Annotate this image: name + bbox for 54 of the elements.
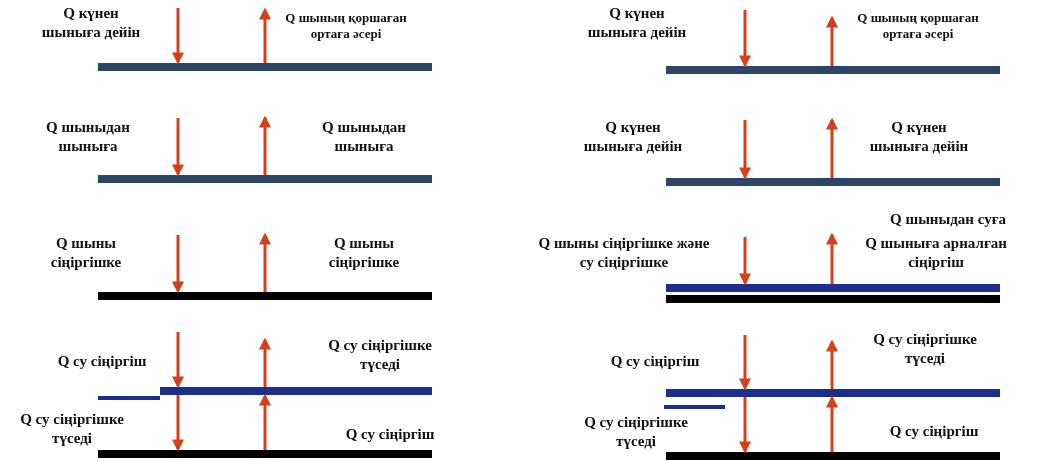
layer-bar xyxy=(666,452,1000,460)
heat-flow-arrow xyxy=(826,15,838,66)
heat-flow-label: Q су сіңіргішке түседі xyxy=(872,330,978,368)
heat-flow-label: Q шыны сіңіргішке xyxy=(327,234,401,272)
heat-flow-arrow xyxy=(172,395,184,452)
layer-bar xyxy=(98,175,432,183)
heat-flow-arrow xyxy=(739,10,751,68)
heat-flow-arrow xyxy=(172,118,184,177)
heat-flow-label: Q су сіңіргішке түседі xyxy=(327,336,433,374)
heat-flow-arrow xyxy=(826,117,838,178)
heat-flow-label: Q су сіңіргішке түседі xyxy=(583,413,689,451)
heat-flow-label: Q су сіңіргішке түседі xyxy=(19,410,125,448)
layer-bar xyxy=(160,387,432,395)
heat-flow-arrow xyxy=(826,395,838,452)
heat-flow-arrow xyxy=(172,332,184,389)
heat-flow-label: Q су сіңіргіш xyxy=(56,352,148,371)
heat-flow-label: Q шыны сіңіргішке xyxy=(49,234,123,272)
heat-flow-label: Q су сіңіргіш xyxy=(609,352,701,371)
layer-bar xyxy=(664,405,725,409)
heat-flow-label: Q шыныға арналған сіңіргіш xyxy=(864,234,1008,272)
heat-flow-arrow xyxy=(739,397,751,454)
layer-bar xyxy=(666,66,1000,74)
heat-flow-label: Q шыныдан шыныға xyxy=(45,118,131,156)
heat-flow-label: Q шының қоршаған ортаға әсері xyxy=(856,10,980,43)
heat-flow-arrow xyxy=(172,235,184,294)
heat-flow-arrow xyxy=(259,115,271,175)
layer-bar xyxy=(666,389,1000,397)
heat-flow-arrow xyxy=(739,237,751,286)
layer-bar xyxy=(98,292,432,300)
heat-flow-label: Q шының қоршаған ортаға әсері xyxy=(284,10,408,43)
heat-flow-arrow xyxy=(259,393,271,450)
heat-flow-label: Q шыны сіңіргішке және су сіңіргішке xyxy=(537,234,711,272)
heat-flow-label: Q шыныдан шыныға xyxy=(321,118,407,156)
layer-bar xyxy=(666,178,1000,186)
heat-flow-arrow xyxy=(739,335,751,391)
heat-flow-arrow xyxy=(259,7,271,63)
heat-flow-arrow xyxy=(826,339,838,389)
heat-flow-label: Q шыныдан суға xyxy=(889,210,1007,229)
heat-flow-label: Q су сіңіргіш xyxy=(344,425,436,444)
layer-bar xyxy=(666,295,1000,303)
heat-flow-label: Q күнен шыныға дейін xyxy=(40,4,142,42)
heat-flow-arrow xyxy=(259,232,271,292)
layer-bar xyxy=(98,396,160,400)
heat-flow-arrow xyxy=(259,337,271,387)
heat-flow-arrow xyxy=(172,8,184,65)
heat-flow-label: Q күнен шыныға дейін xyxy=(582,118,684,156)
layer-bar xyxy=(666,284,1000,292)
heat-flow-label: Q су сіңіргіш xyxy=(888,422,980,441)
heat-flow-label: Q күнен шыныға дейін xyxy=(868,118,970,156)
heat-flow-label: Q күнен шыныға дейін xyxy=(586,4,688,42)
heat-flow-arrow xyxy=(826,232,838,284)
layer-bar xyxy=(98,63,432,71)
layer-bar xyxy=(98,450,432,458)
heat-flow-arrow xyxy=(739,120,751,180)
